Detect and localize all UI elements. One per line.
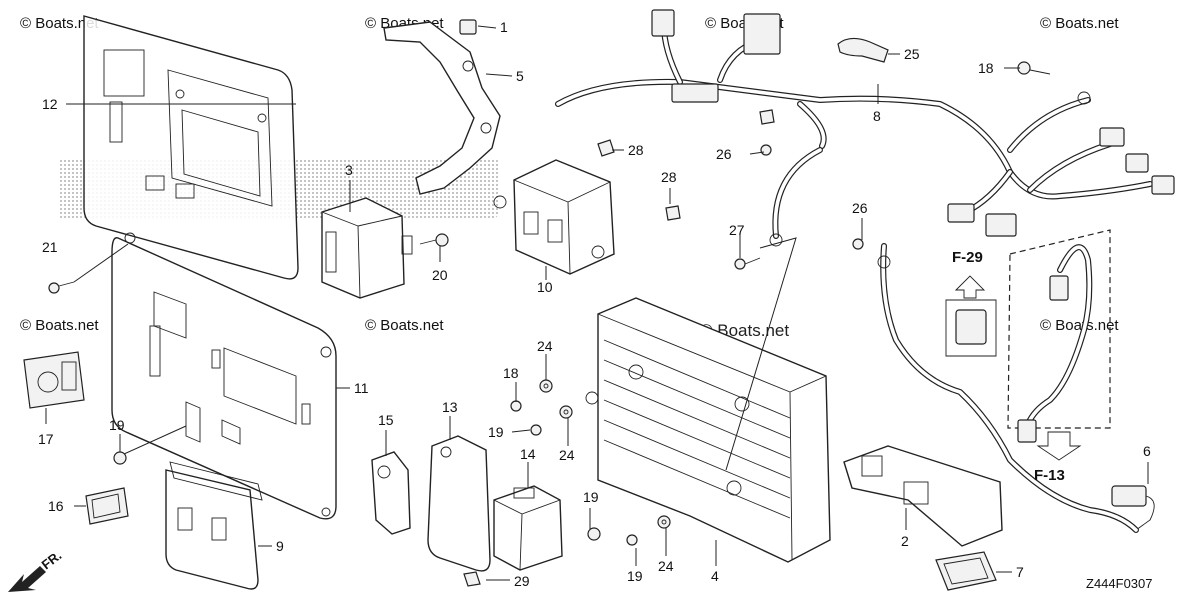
callout-label: 16 [48, 498, 64, 514]
part-14-module [493, 485, 563, 571]
ref-f29: F-29 [952, 249, 983, 266]
callout-label: 25 [904, 46, 920, 62]
dashed-box [1007, 229, 1111, 443]
callout-label: 9 [276, 538, 284, 554]
watermark: © Boats.net [1040, 317, 1119, 334]
callout-label: 19 [488, 424, 504, 440]
callout-label: 18 [978, 60, 994, 76]
callout-label: 3 [345, 162, 353, 178]
part-6-connector [1111, 485, 1155, 531]
callout-label: 14 [520, 446, 536, 462]
callouts: 1 5 12 3 20 21 11 17 19 16 9 15 13 14 19… [38, 19, 1151, 589]
callout-label: 8 [873, 108, 881, 124]
callout-label: 29 [514, 573, 530, 589]
callout-label: 12 [42, 96, 58, 112]
arrow-icon [8, 566, 46, 592]
part-10-outlet [493, 159, 615, 275]
watermark: © Boats.net [1040, 15, 1119, 32]
watermark: © Boats.net [365, 317, 444, 334]
callout-label: 26 [852, 200, 868, 216]
part-3-box [321, 197, 413, 299]
callout-label: 26 [716, 146, 732, 162]
callout-label: 19 [583, 489, 599, 505]
callout-label: 27 [729, 222, 745, 238]
part-8-harness [555, 9, 1175, 247]
part-25-clamp [837, 37, 889, 63]
callout-label: 24 [658, 558, 674, 574]
part-7-grommet [935, 551, 997, 591]
callout-label: 19 [109, 417, 125, 433]
callout-label: 28 [628, 142, 644, 158]
callout-label: 19 [627, 568, 643, 584]
part-15-bracket [371, 451, 411, 535]
callout-label: 2 [901, 533, 909, 549]
callout-label: 7 [1016, 564, 1024, 580]
part-13-sleeve [427, 435, 491, 572]
callout-label: 21 [42, 239, 58, 255]
part-12-panel [83, 15, 299, 280]
callout-label: 6 [1143, 443, 1151, 459]
callout-label: 4 [711, 568, 719, 584]
callout-label: 18 [503, 365, 519, 381]
callout-label: 24 [559, 447, 575, 463]
part-4-inverter [585, 297, 831, 563]
watermark: © Boats.net [20, 317, 99, 334]
callout-label: 5 [516, 68, 524, 84]
callout-label: 1 [500, 19, 508, 35]
sub-harness-lower [877, 243, 1139, 533]
f13-arrow [1036, 431, 1082, 461]
callout-label: 28 [661, 169, 677, 185]
diagram-code: Z444F0307 [1086, 576, 1153, 591]
callout-label: 20 [432, 267, 448, 283]
section-refs: F-29 F-13 [952, 249, 1065, 484]
callout-label: 11 [354, 380, 369, 396]
watermark: © Boats.net [20, 15, 99, 32]
callout-label: 13 [442, 399, 458, 415]
callout-label: 17 [38, 431, 54, 447]
part-2-bracket [843, 445, 1003, 547]
part-5-bracket [383, 21, 501, 195]
part-1-clip [459, 19, 477, 35]
callout-label: 10 [537, 279, 553, 295]
callout-label: 15 [378, 412, 394, 428]
part-16-switch [85, 487, 129, 525]
part-11-panel [111, 232, 337, 520]
front-direction: FR. [8, 548, 64, 592]
f29-ref-box [945, 275, 997, 357]
part-9-receptacle [165, 461, 263, 590]
part-17-socket [23, 351, 85, 409]
callout-label: 24 [537, 338, 553, 354]
leader-lines [45, 25, 1149, 581]
ref-f13: F-13 [1034, 467, 1065, 484]
